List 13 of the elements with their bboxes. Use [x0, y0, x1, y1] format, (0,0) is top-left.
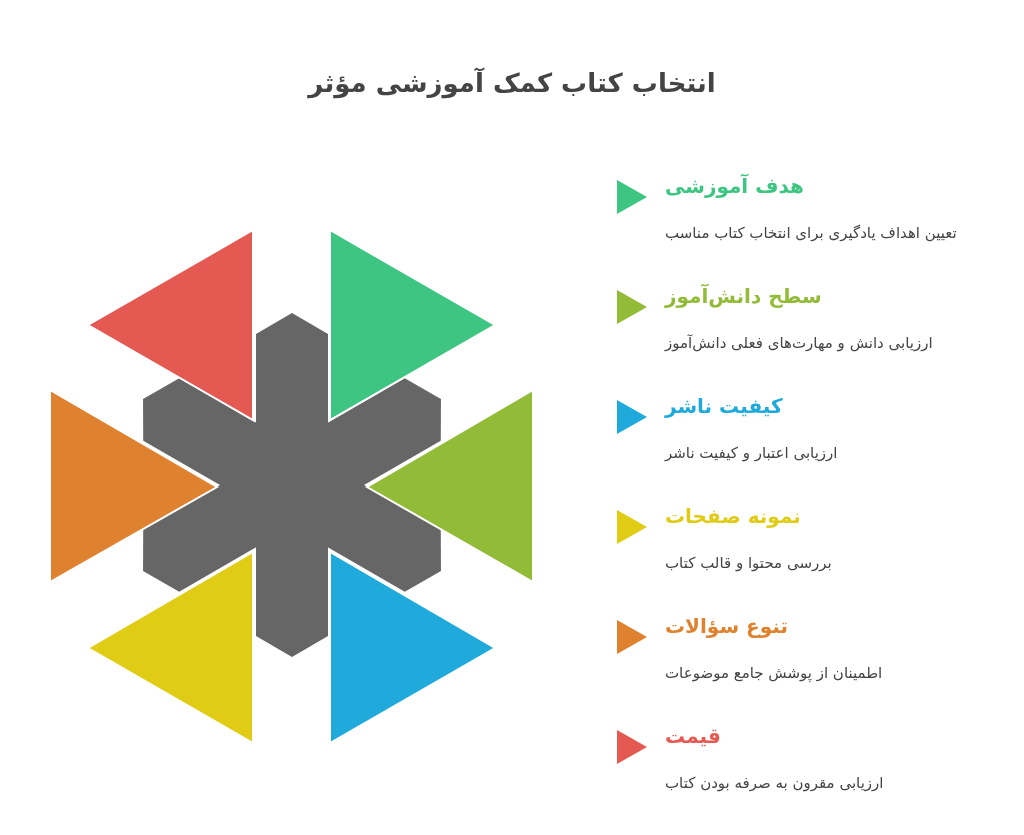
item-description: ارزیابی دانش و مهارت‌های فعلی دانش‌آموز — [665, 334, 933, 352]
item-description: تعیین اهداف یادگیری برای انتخاب کتاب مناسب — [665, 224, 957, 242]
item-heading: قیمت — [665, 724, 721, 748]
item-description: بررسی محتوا و قالب کتاب — [665, 554, 832, 572]
item-heading: هدف آموزشی — [665, 174, 804, 198]
title: انتخاب کتاب کمک آموزشی مؤثر — [306, 68, 717, 98]
item-heading: کیفیت ناشر — [665, 394, 783, 418]
item-heading: تنوع سؤالات — [665, 614, 788, 638]
item-description: ارزیابی مقرون به صرفه بودن کتاب — [665, 774, 884, 792]
item-description: اطمینان از پوشش جامع موضوعات — [665, 664, 883, 682]
item-heading: نمونه صفحات — [665, 504, 801, 528]
item-heading: سطح دانش‌آموز — [665, 284, 822, 308]
item-description: ارزیابی اعتبار و کیفیت ناشر — [665, 444, 838, 462]
